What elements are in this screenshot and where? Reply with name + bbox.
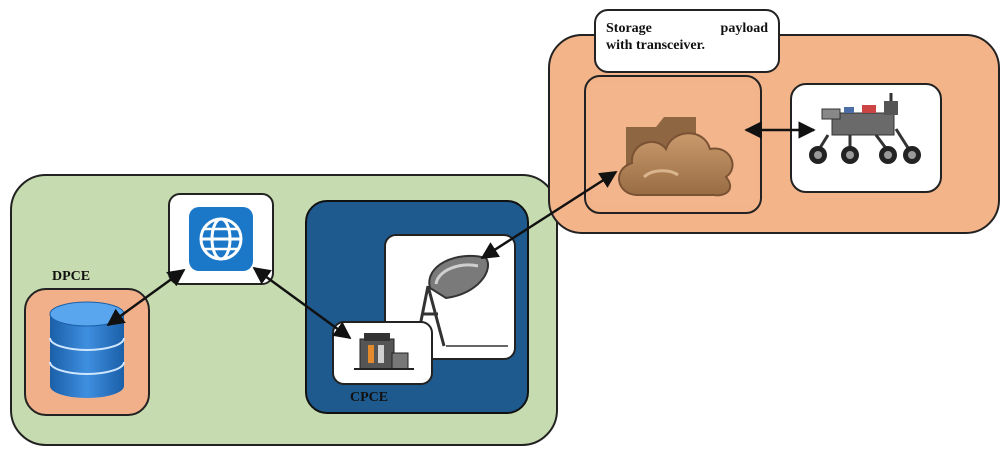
storage-payload-label-box: Storage payload with transceiver. [594,9,780,73]
arrow-antenna-cloud [480,170,618,260]
transceiver-line: with transceiver. [606,38,706,53]
rover-card [790,83,942,193]
server-card [332,321,433,385]
storage-payload-label: Storage payload with transceiver. [606,20,768,54]
server-hardware-icon [354,333,414,370]
payload-word: payload [720,21,768,36]
arrow-database-internet [106,268,186,327]
cloud-folder-icon [592,83,754,206]
dpce-box [24,288,150,416]
arrow-internet-server [252,266,352,340]
storage-word: Storage [606,21,652,36]
database-icon [49,301,125,398]
globe-icon [189,207,253,271]
rover-icon [809,93,921,164]
cloud-storage-card [584,75,762,214]
cpce-label: CPCE [350,390,389,405]
dpce-label: DPCE [52,269,91,284]
